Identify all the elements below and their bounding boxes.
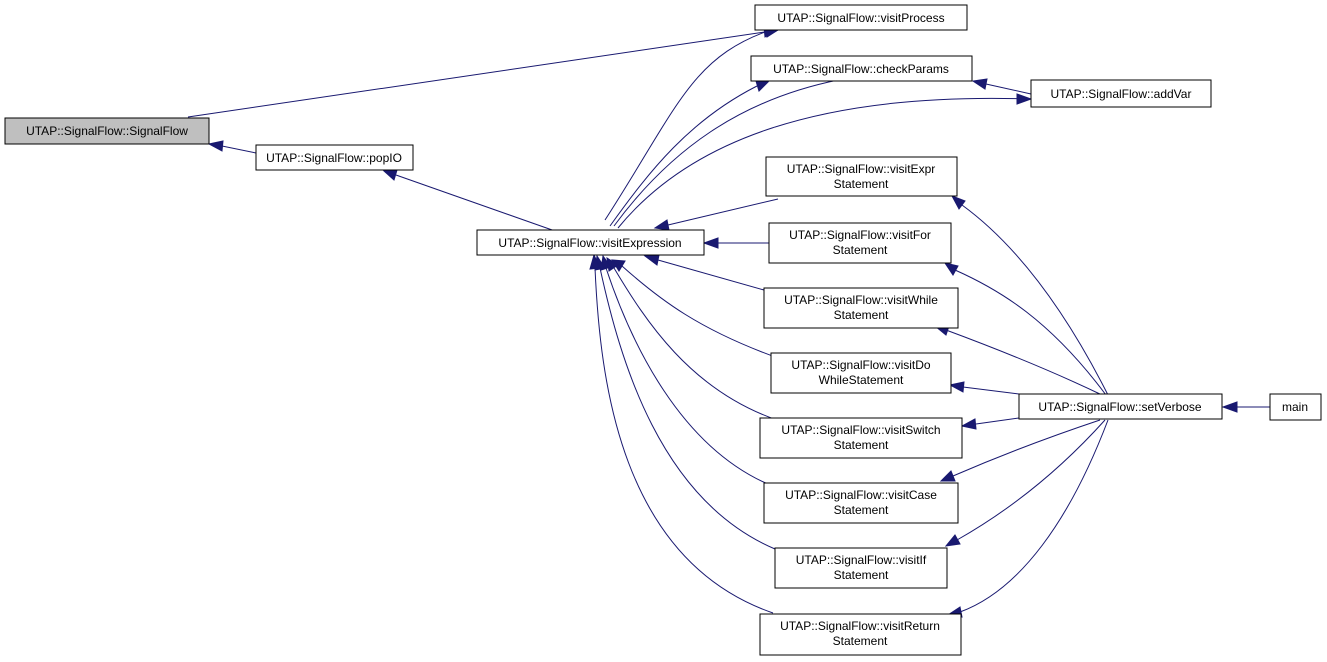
edge-arrowhead	[939, 470, 956, 482]
node-signalflow[interactable]: UTAP::SignalFlow::SignalFlow	[4, 117, 210, 145]
edge-arrowhead	[1221, 401, 1238, 413]
node-label: UTAP::SignalFlow::SignalFlow	[26, 124, 188, 138]
edge-setverbose-to-visitwhilestatement	[945, 329, 1103, 396]
edge-arrowhead	[960, 418, 977, 430]
edge-arrowhead	[948, 381, 965, 393]
edge-arrowhead	[971, 78, 988, 90]
node-label: Statement	[833, 634, 888, 648]
node-label: Statement	[834, 438, 889, 452]
edge-visitreturnstatement-to-visitexpression	[594, 267, 774, 614]
node-label: UTAP::SignalFlow::visitWhile	[784, 293, 938, 307]
edge-setverbose-to-visitcasestatement	[952, 419, 1101, 477]
node-label: Statement	[834, 503, 889, 517]
edge-arrowhead	[944, 534, 961, 547]
node-label: UTAP::SignalFlow::visitFor	[789, 228, 931, 242]
edge-setverbose-to-visitifstatement	[956, 419, 1106, 541]
node-visitforstatement[interactable]: UTAP::SignalFlow::visitFor Statement	[768, 222, 952, 264]
node-label: UTAP::SignalFlow::visitExpression	[498, 236, 681, 250]
node-visitcasestatement[interactable]: UTAP::SignalFlow::visitCase Statement	[763, 482, 959, 524]
node-label: UTAP::SignalFlow::setVerbose	[1038, 400, 1202, 414]
edge-setverbose-to-visitswitchstatement	[975, 417, 1020, 425]
edge-arrowhead	[755, 80, 770, 92]
edge-arrowhead	[207, 140, 224, 152]
node-label: Statement	[834, 177, 889, 191]
node-label: UTAP::SignalFlow::visitExpr	[787, 162, 935, 176]
edge-visitprocess-to-signalflow	[187, 31, 766, 118]
node-visitifstatement[interactable]: UTAP::SignalFlow::visitIf Statement	[774, 547, 948, 589]
node-label: UTAP::SignalFlow::visitCase	[785, 488, 937, 502]
edge-addvar-to-checkparams	[985, 83, 1032, 95]
edge-addvar-to-visitexpression	[617, 97, 1032, 229]
node-label: WhileStatement	[819, 373, 904, 387]
node-label: UTAP::SignalFlow::visitIf	[796, 553, 927, 567]
edge-visitifstatement-to-visitexpression	[599, 267, 776, 550]
node-visitwhilestatement[interactable]: UTAP::SignalFlow::visitWhile Statement	[763, 287, 959, 329]
edge-setverbose-to-visitexprstatement	[961, 204, 1109, 396]
edge-visitexpression-to-popio	[395, 174, 556, 232]
edge-arrowhead	[382, 169, 398, 181]
node-label: UTAP::SignalFlow::visitReturn	[780, 619, 940, 633]
node-visitexpression[interactable]: UTAP::SignalFlow::visitExpression	[476, 229, 705, 256]
node-label: Statement	[833, 243, 888, 257]
edge-arrowhead	[1016, 93, 1033, 105]
node-visitswitchstatement[interactable]: UTAP::SignalFlow::visitSwitch Statement	[759, 417, 963, 459]
edge-visitswitchstatement-to-visitexpression	[613, 267, 778, 421]
edge-arrowhead	[943, 262, 959, 276]
node-label: UTAP::SignalFlow::addVar	[1051, 87, 1192, 101]
node-visitdowhilestatement[interactable]: UTAP::SignalFlow::visitDo WhileStatement	[770, 352, 952, 394]
edge-arrowhead	[653, 219, 670, 231]
node-popio[interactable]: UTAP::SignalFlow::popIO	[255, 144, 414, 171]
edge-visitwhilestatement-to-visitexpression	[657, 259, 772, 293]
edge-checkparams-to-visitexpression	[609, 85, 758, 227]
node-label: UTAP::SignalFlow::visitDo	[791, 358, 930, 372]
edge-setverbose-to-visitforstatement	[954, 269, 1107, 396]
node-addvar[interactable]: UTAP::SignalFlow::addVar	[1030, 79, 1212, 108]
edge-checkparams-to-visitexpression	[613, 79, 839, 227]
edge-arrowhead	[950, 195, 966, 210]
node-label: UTAP::SignalFlow::checkParams	[773, 62, 949, 76]
edge-arrowhead	[702, 237, 719, 249]
edge-arrowhead	[589, 253, 601, 270]
node-visitexprstatement[interactable]: UTAP::SignalFlow::visitExpr Statement	[765, 156, 958, 197]
edge-visitcasestatement-to-visitexpression	[605, 267, 776, 488]
edges	[187, 26, 1270, 618]
node-label: Statement	[834, 568, 889, 582]
node-visitreturnstatement[interactable]: UTAP::SignalFlow::visitReturn Statement	[759, 613, 962, 656]
node-label: UTAP::SignalFlow::visitSwitch	[781, 423, 940, 437]
edge-arrowhead	[643, 254, 660, 266]
node-label: UTAP::SignalFlow::popIO	[266, 151, 402, 165]
edge-visitdowhilestatement-to-visitexpression	[621, 265, 779, 359]
node-setverbose[interactable]: UTAP::SignalFlow::setVerbose	[1018, 393, 1223, 420]
edge-popio-to-signalflow	[221, 145, 257, 154]
edge-setverbose-to-visitreturnstatement	[959, 419, 1109, 613]
node-visitprocess[interactable]: UTAP::SignalFlow::visitProcess	[754, 4, 968, 31]
node-main[interactable]: main	[1269, 393, 1322, 421]
edge-visitprocess-to-visitexpression	[604, 31, 766, 221]
edge-setverbose-to-visitdowhilestatement	[962, 386, 1020, 395]
node-label: Statement	[834, 308, 889, 322]
node-label: UTAP::SignalFlow::visitProcess	[777, 11, 944, 25]
node-label: main	[1282, 400, 1308, 414]
node-checkparams[interactable]: UTAP::SignalFlow::checkParams	[750, 55, 973, 82]
edge-visitexprstatement-to-visitexpression	[667, 198, 779, 226]
